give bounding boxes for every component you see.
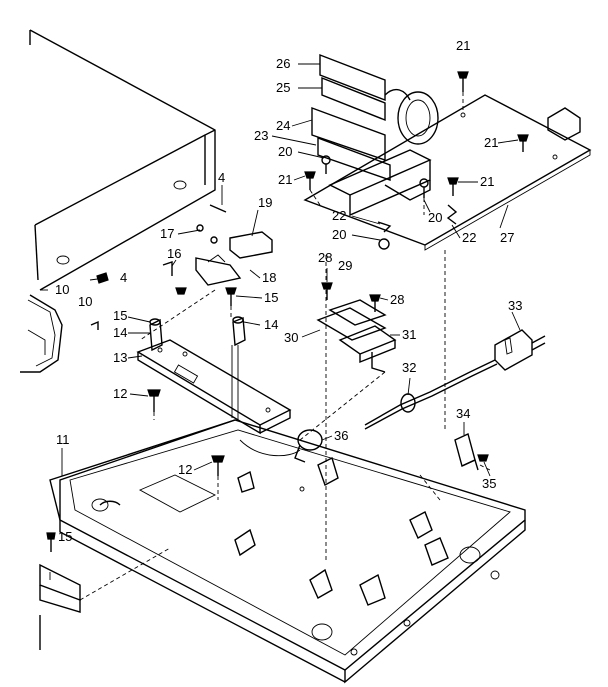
callout-20-a: 20	[278, 144, 292, 159]
callout-24: 24	[276, 118, 290, 133]
callout-14-b: 14	[264, 317, 278, 332]
callout-14-a: 14	[113, 325, 127, 340]
bracket-screws	[147, 389, 225, 476]
callout-28-a: 28	[318, 250, 332, 265]
callout-labels: 26 25 24 23 20 21 21 21 21 20 22 22 20 2…	[55, 38, 522, 544]
callout-26: 26	[276, 56, 290, 71]
callout-4-b: 4	[120, 270, 127, 285]
callout-15-b: 15	[113, 308, 127, 323]
callout-33: 33	[508, 298, 522, 313]
board-screws	[304, 71, 529, 250]
callout-31: 31	[402, 327, 416, 342]
callout-29: 29	[338, 258, 352, 273]
alignment-lines	[79, 92, 491, 601]
callout-12-b: 12	[178, 462, 192, 477]
post-pins	[149, 316, 246, 420]
callout-10-a: 10	[55, 282, 69, 297]
callout-19: 19	[258, 195, 272, 210]
callout-18: 18	[262, 270, 276, 285]
pc-board-assembly	[303, 53, 592, 251]
callout-22-b: 22	[462, 230, 476, 245]
power-cord	[364, 329, 546, 430]
callout-36: 36	[334, 428, 348, 443]
callout-21-c: 21	[484, 135, 498, 150]
transformer-bracket	[316, 282, 397, 373]
callout-35: 35	[482, 476, 496, 491]
cord-clip	[454, 433, 489, 471]
callout-27: 27	[500, 230, 514, 245]
callout-23: 23	[254, 128, 268, 143]
callout-25: 25	[276, 80, 290, 95]
callout-21-d: 21	[480, 174, 494, 189]
callout-15-a: 15	[264, 290, 278, 305]
callout-4-a: 4	[218, 170, 225, 185]
callout-21-a: 21	[278, 172, 292, 187]
callout-30: 30	[284, 330, 298, 345]
chassis-base	[49, 419, 526, 684]
callout-11: 11	[56, 432, 70, 447]
callout-21-b: 21	[456, 38, 470, 53]
callout-20-c: 20	[332, 227, 346, 242]
shaft-bracket	[136, 339, 292, 435]
callout-22-a: 22	[332, 208, 346, 223]
callout-17: 17	[160, 226, 174, 241]
callout-32: 32	[402, 360, 416, 375]
callout-13: 13	[113, 350, 127, 365]
callout-16: 16	[167, 246, 181, 261]
callout-10-b: 10	[78, 294, 92, 309]
bottom-left-bracket	[39, 532, 81, 650]
cabinet-housing	[29, 29, 216, 291]
callout-12-a: 12	[113, 386, 127, 401]
side-bracket-left	[20, 294, 63, 373]
callout-34: 34	[456, 406, 470, 421]
callout-28-b: 28	[390, 292, 404, 307]
callout-20-b: 20	[428, 210, 442, 225]
leader-lines	[40, 63, 521, 477]
callout-15-c: 15	[58, 529, 72, 544]
